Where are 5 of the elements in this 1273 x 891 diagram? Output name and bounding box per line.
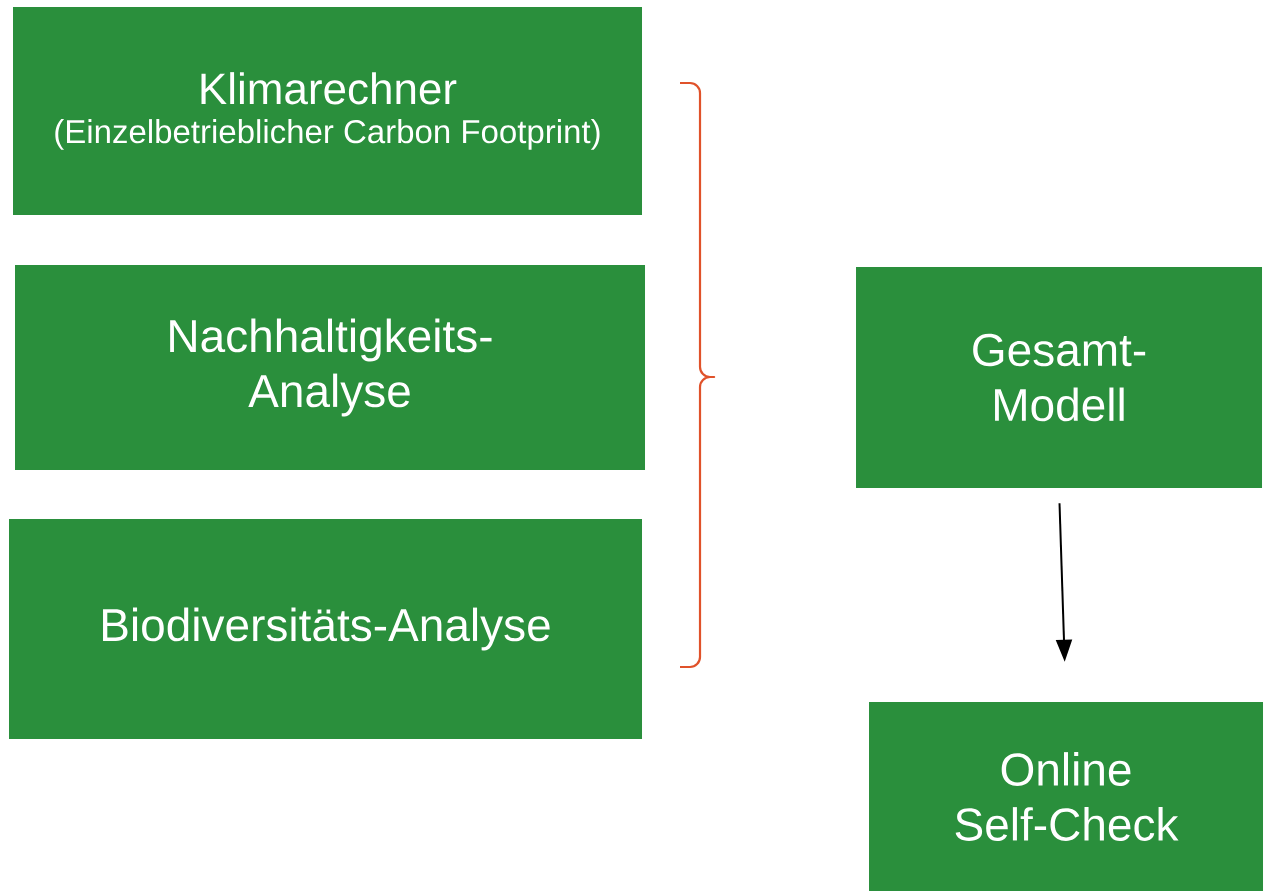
process-box: Nachhaltigkeits-Analyse bbox=[15, 265, 645, 470]
process-box: Online Self-Check bbox=[869, 702, 1263, 891]
process-box: Klimarechner (Einzelbetrieblicher Carbon Footprint) bbox=[13, 7, 642, 215]
process-box: Biodiversitäts-Analyse bbox=[9, 519, 642, 739]
process-box: Gesamt-Modell bbox=[856, 267, 1262, 488]
